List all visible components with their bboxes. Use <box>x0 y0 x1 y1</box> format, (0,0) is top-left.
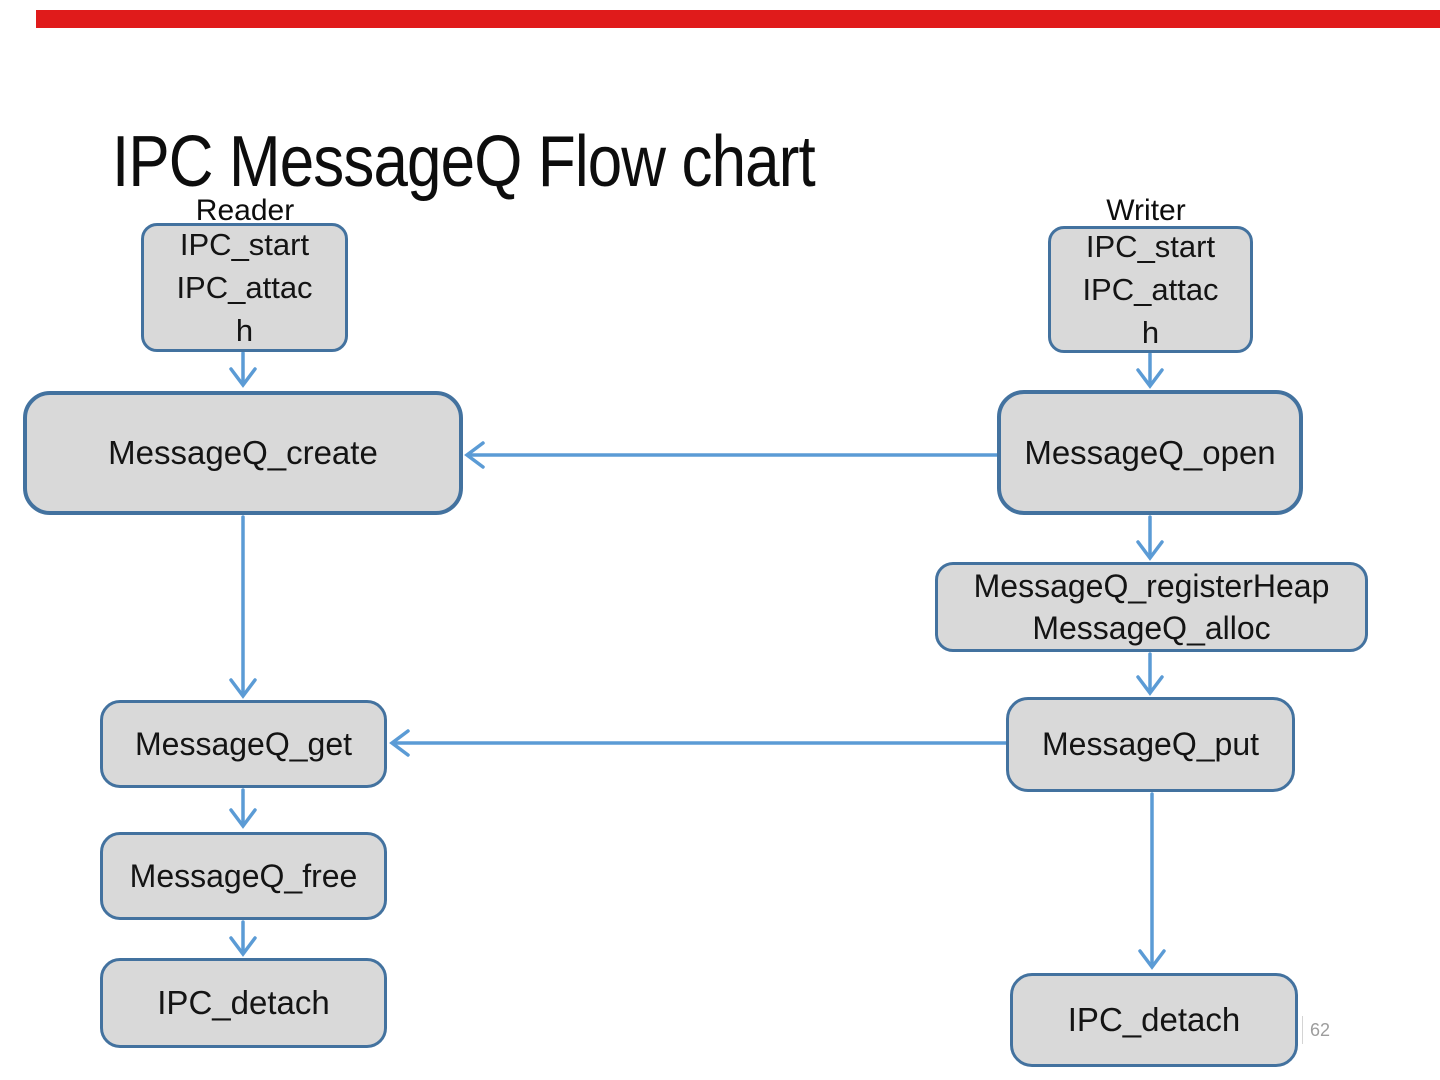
flow-box-label: MessageQ_alloc <box>1032 610 1271 646</box>
flow-box-label: MessageQ_registerHeap <box>973 568 1330 604</box>
arrow-open-to-register <box>1136 515 1164 561</box>
flow-box-label: MessageQ_create <box>108 434 378 471</box>
arrow-writer-init-to-open <box>1136 352 1164 389</box>
arrow-register-to-put <box>1136 652 1164 696</box>
flow-box-label: h <box>1141 315 1160 350</box>
flow-box-messageq-open: MessageQ_open <box>997 390 1303 515</box>
flow-box-label: MessageQ_put <box>1041 726 1259 762</box>
flow-box-ipc-detach-reader: IPC_detach <box>100 958 387 1048</box>
flow-box-messageq-put: MessageQ_put <box>1006 697 1295 792</box>
column-label-reader: Reader <box>195 194 295 227</box>
flow-box-messageq-create: MessageQ_create <box>23 391 463 515</box>
arrow-put-to-detach <box>1138 792 1166 970</box>
flow-box-messageq-free: MessageQ_free <box>100 832 387 920</box>
flow-box-label: MessageQ_free <box>129 857 358 894</box>
flow-box-label: IPC_detach <box>1067 1001 1241 1038</box>
flow-box-writer-init: IPC_start IPC_attac h <box>1048 226 1253 353</box>
flow-box-reader-init: IPC_start IPC_attac h <box>141 223 348 352</box>
arrow-free-to-detach <box>229 920 257 957</box>
arrow-open-to-create <box>464 441 999 469</box>
arrow-create-to-get <box>229 515 257 699</box>
flow-box-messageq-registerheap: MessageQ_registerHeap MessageQ_alloc <box>935 562 1368 652</box>
top-red-bar <box>36 10 1440 28</box>
arrow-reader-init-to-create <box>229 351 257 388</box>
arrow-get-to-free <box>229 788 257 829</box>
flow-box-label: IPC_attac <box>1082 272 1219 307</box>
flow-box-messageq-get: MessageQ_get <box>100 700 387 788</box>
flow-box-label: MessageQ_get <box>134 725 352 762</box>
flow-box-label: IPC_start <box>179 227 310 262</box>
flow-box-label: IPC_attac <box>176 270 313 305</box>
flow-box-label: IPC_start <box>1085 229 1216 264</box>
page-number: 62 <box>1302 1016 1330 1044</box>
slide-title: IPC MessageQ Flow chart <box>112 122 816 202</box>
column-label-writer: Writer <box>1106 194 1186 227</box>
flow-box-label: IPC_detach <box>157 984 330 1021</box>
flow-box-label: MessageQ_open <box>1024 433 1276 471</box>
flow-box-label: h <box>235 313 254 348</box>
flow-box-ipc-detach-writer: IPC_detach <box>1010 973 1298 1067</box>
arrow-put-to-get <box>389 729 1008 757</box>
